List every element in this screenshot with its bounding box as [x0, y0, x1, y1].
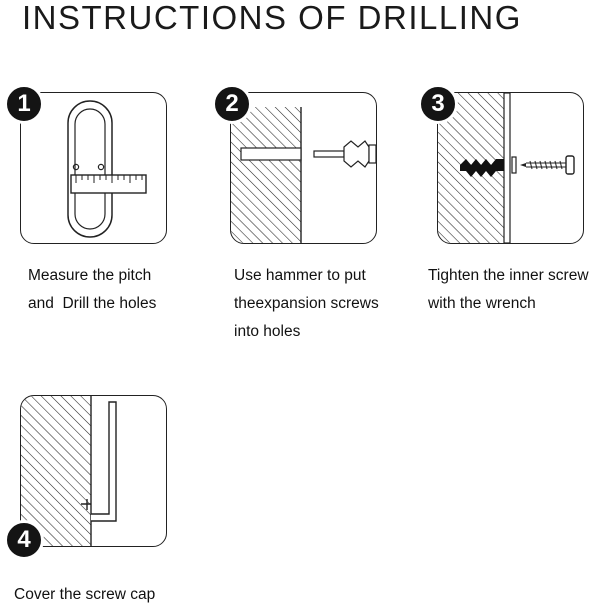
step-2-caption: Use hammer to put theexpansion screws in…: [234, 262, 379, 346]
step-1-caption-line-1: Measure the pitch: [28, 267, 152, 284]
step-1-panel: [20, 92, 167, 244]
step-4-number-badge: 4: [4, 520, 44, 560]
step-3-caption-line-1: Tighten the inner screw: [428, 267, 589, 284]
step-2-caption-line-3: into holes: [234, 323, 301, 340]
step-4-illustration: [21, 396, 117, 546]
step-4-caption: Cover the screw cap: [14, 581, 155, 609]
step-1-illustration: [67, 100, 147, 238]
step-2-number-badge: 2: [212, 84, 252, 124]
step-3-caption-line-2: with the wrench: [428, 295, 536, 312]
step-3-panel: [437, 92, 584, 244]
step-4-caption-line-1: Cover the screw cap: [14, 586, 156, 603]
step-1-caption-line-2: and Drill the holes: [28, 295, 157, 312]
step-2-caption-line-1: Use hammer to put: [234, 267, 366, 284]
step-2-caption-line-2: theexpansion screws: [234, 295, 379, 312]
step-1-caption: Measure the pitch and Drill the holes: [28, 262, 156, 318]
page-title: INSTRUCTIONS OF DRILLING: [22, 0, 522, 36]
step-3-caption: Tighten the inner screw with the wrench: [428, 262, 589, 318]
step-1-number-badge: 1: [4, 84, 44, 124]
step-3-number-badge: 3: [418, 84, 458, 124]
step-4-panel: [20, 395, 167, 547]
step-3-illustration: [438, 93, 575, 243]
step-2-illustration: [231, 107, 376, 243]
step-2-panel: [230, 92, 377, 244]
